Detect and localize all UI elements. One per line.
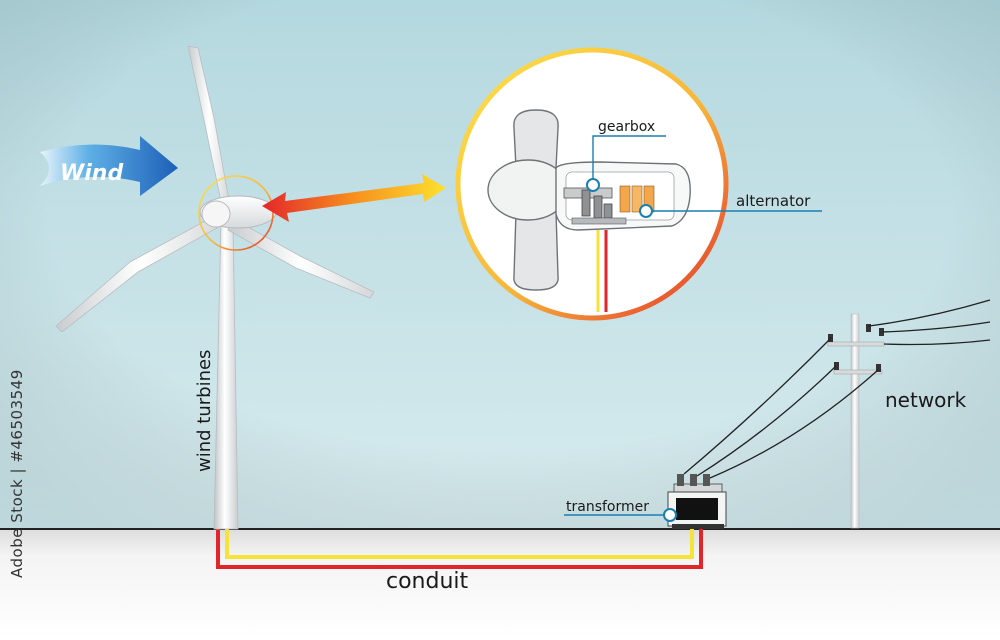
wind-turbines-label: wind turbines	[194, 350, 215, 472]
nacelle-detail-view: gearbox	[455, 47, 822, 321]
gearbox-label: gearbox	[598, 119, 655, 135]
detail-alternator	[619, 185, 655, 213]
transformer-label: transformer	[566, 499, 649, 515]
network-lines	[683, 299, 991, 479]
zoom-arrow	[262, 174, 446, 222]
detail-gearbox	[581, 189, 613, 219]
gearbox-callout-dot	[586, 178, 600, 192]
nacelle-highlight-ring	[198, 175, 274, 251]
turbine-hub	[201, 200, 231, 228]
conduit-label: conduit	[386, 569, 469, 594]
alternator-callout-dot	[639, 204, 653, 218]
gearbox-callout-line	[592, 135, 666, 179]
transformer-callout-dot	[663, 508, 677, 522]
alternator-label: alternator	[736, 192, 811, 210]
detail-blade-upper	[513, 109, 559, 169]
wind-label: Wind	[60, 161, 123, 186]
network-label: network	[885, 388, 967, 412]
detail-base-plate	[571, 217, 627, 225]
ground	[0, 528, 1000, 640]
detail-blade-lower	[513, 211, 559, 291]
conduit-cables	[216, 529, 703, 569]
transformer-icon	[564, 474, 727, 529]
stock-id-watermark: Adobe Stock | #46503549	[8, 369, 26, 578]
wind-arrow-icon: Wind	[40, 136, 178, 196]
